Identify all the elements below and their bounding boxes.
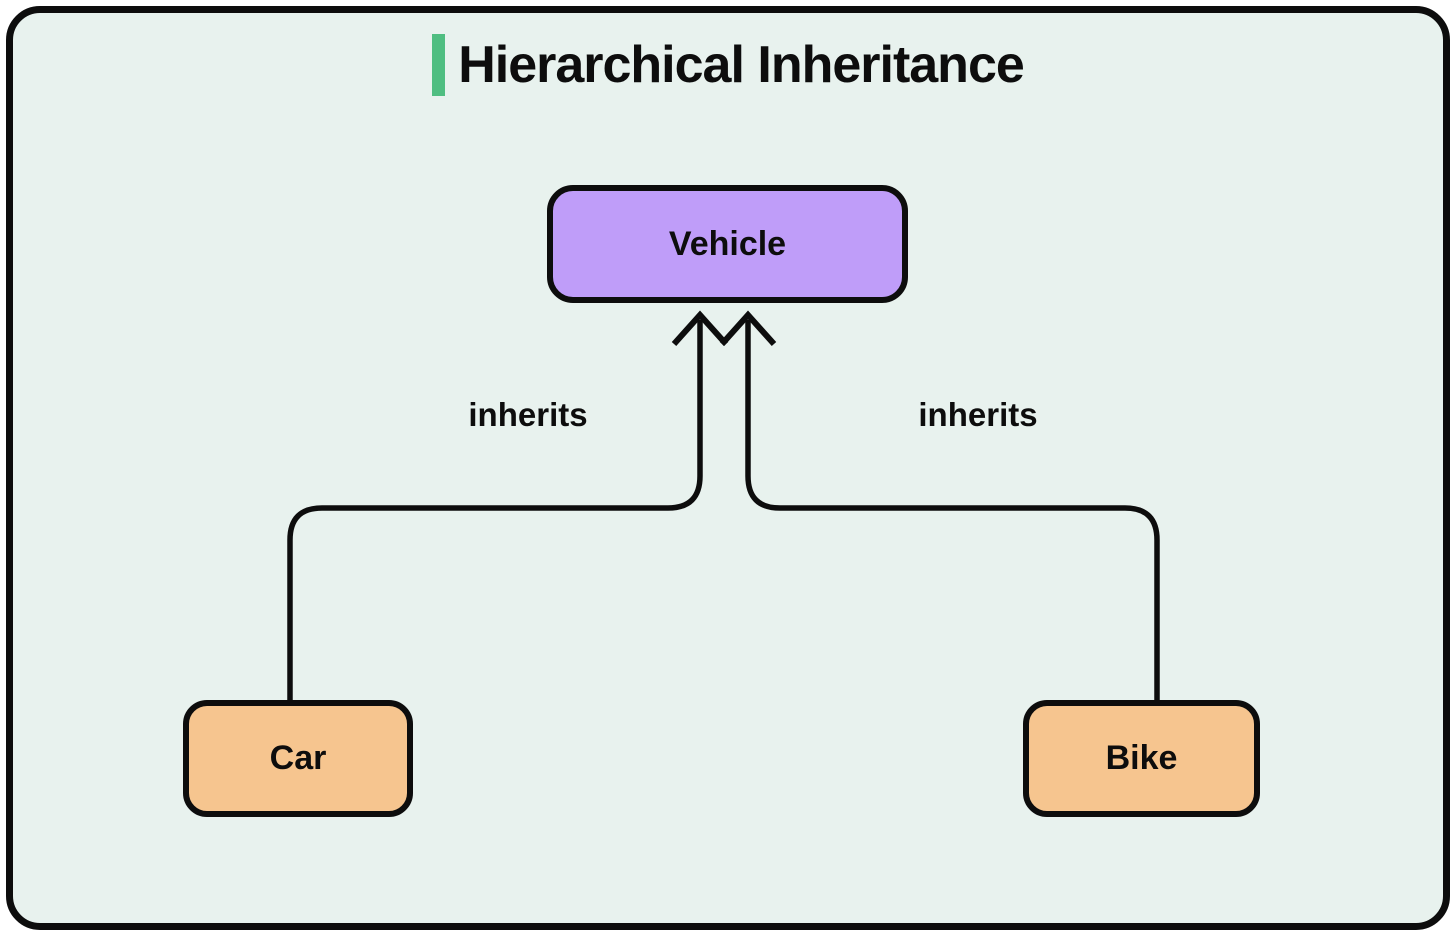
diagram-title: Hierarchical Inheritance: [458, 35, 1025, 94]
node-car-label: Car: [269, 739, 327, 777]
node-vehicle: Vehicle: [547, 185, 908, 303]
edge-label-inherits-left: inherits: [468, 396, 588, 433]
edge-label-inherits-right: inherits: [918, 396, 1038, 433]
node-vehicle-label: Vehicle: [668, 224, 787, 263]
title-accent-bar: [432, 34, 446, 96]
node-bike-label: Bike: [1105, 739, 1178, 777]
node-car: Car: [183, 700, 413, 817]
title-row: Hierarchical Inheritance: [0, 34, 1456, 96]
node-bike: Bike: [1023, 700, 1260, 817]
